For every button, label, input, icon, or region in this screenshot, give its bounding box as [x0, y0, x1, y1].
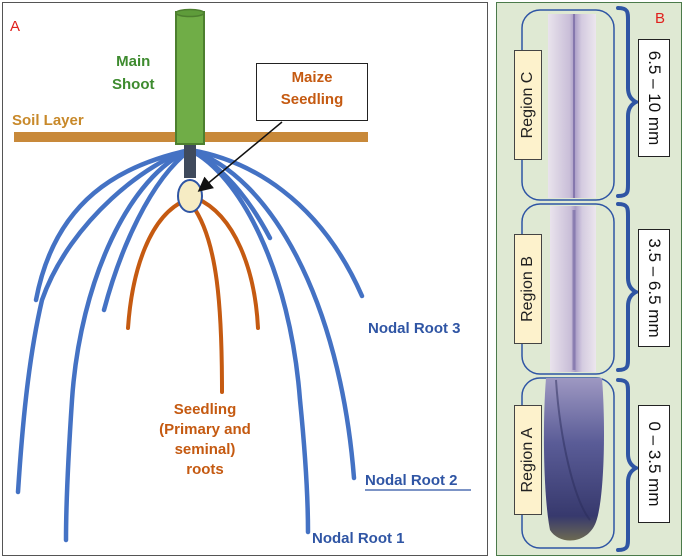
region-b-label: Region B: [514, 234, 542, 344]
tissue-section-c: [548, 14, 596, 198]
region-c-range: 6.5 – 10 mm: [638, 39, 670, 157]
seedling-root: [194, 196, 260, 330]
nodal-root-3-label: Nodal Root 3: [368, 320, 461, 337]
maize-seed-icon: [177, 179, 203, 213]
bracket-a: [616, 378, 641, 552]
seedling-root: [190, 203, 224, 394]
nodal-root-1-label: Nodal Root 1: [312, 530, 405, 547]
region-a-range: 0 – 3.5 mm: [638, 405, 670, 523]
nodal-root: [187, 147, 311, 535]
panel-a: [2, 2, 488, 556]
panel-b-letter: B: [655, 10, 666, 27]
tissue-section-a: [543, 378, 604, 541]
seedling-roots-label: Seedling (Primary and seminal) roots: [159, 401, 251, 478]
bracket-c: [616, 6, 641, 198]
nodal-root: [33, 147, 193, 303]
seedling-root: [126, 198, 188, 330]
region-a-label: Region A: [514, 405, 542, 515]
nodal-root: [63, 147, 193, 543]
region-c-label: Region C: [514, 50, 542, 160]
nodal-root: [187, 147, 273, 241]
main-shoot-stem: [175, 11, 205, 145]
main-shoot-top: [175, 8, 205, 18]
region-b-range: 3.5 – 6.5 mm: [638, 229, 670, 347]
maize-seedling-callout: Maize Seedling: [256, 63, 368, 121]
bracket-b: [616, 202, 641, 372]
nodal-root: [101, 147, 193, 313]
nodal-root-2-label: Nodal Root 2: [365, 472, 458, 489]
soil-layer-label: Soil Layer: [12, 112, 84, 129]
nodal-root: [187, 147, 357, 481]
panel-a-letter: A: [10, 18, 21, 35]
nodal-root: [15, 147, 193, 495]
nodal-root: [187, 147, 365, 299]
callout-arrow: [197, 121, 283, 192]
stem: [184, 142, 196, 178]
main-shoot-label: Main Shoot: [112, 53, 155, 93]
